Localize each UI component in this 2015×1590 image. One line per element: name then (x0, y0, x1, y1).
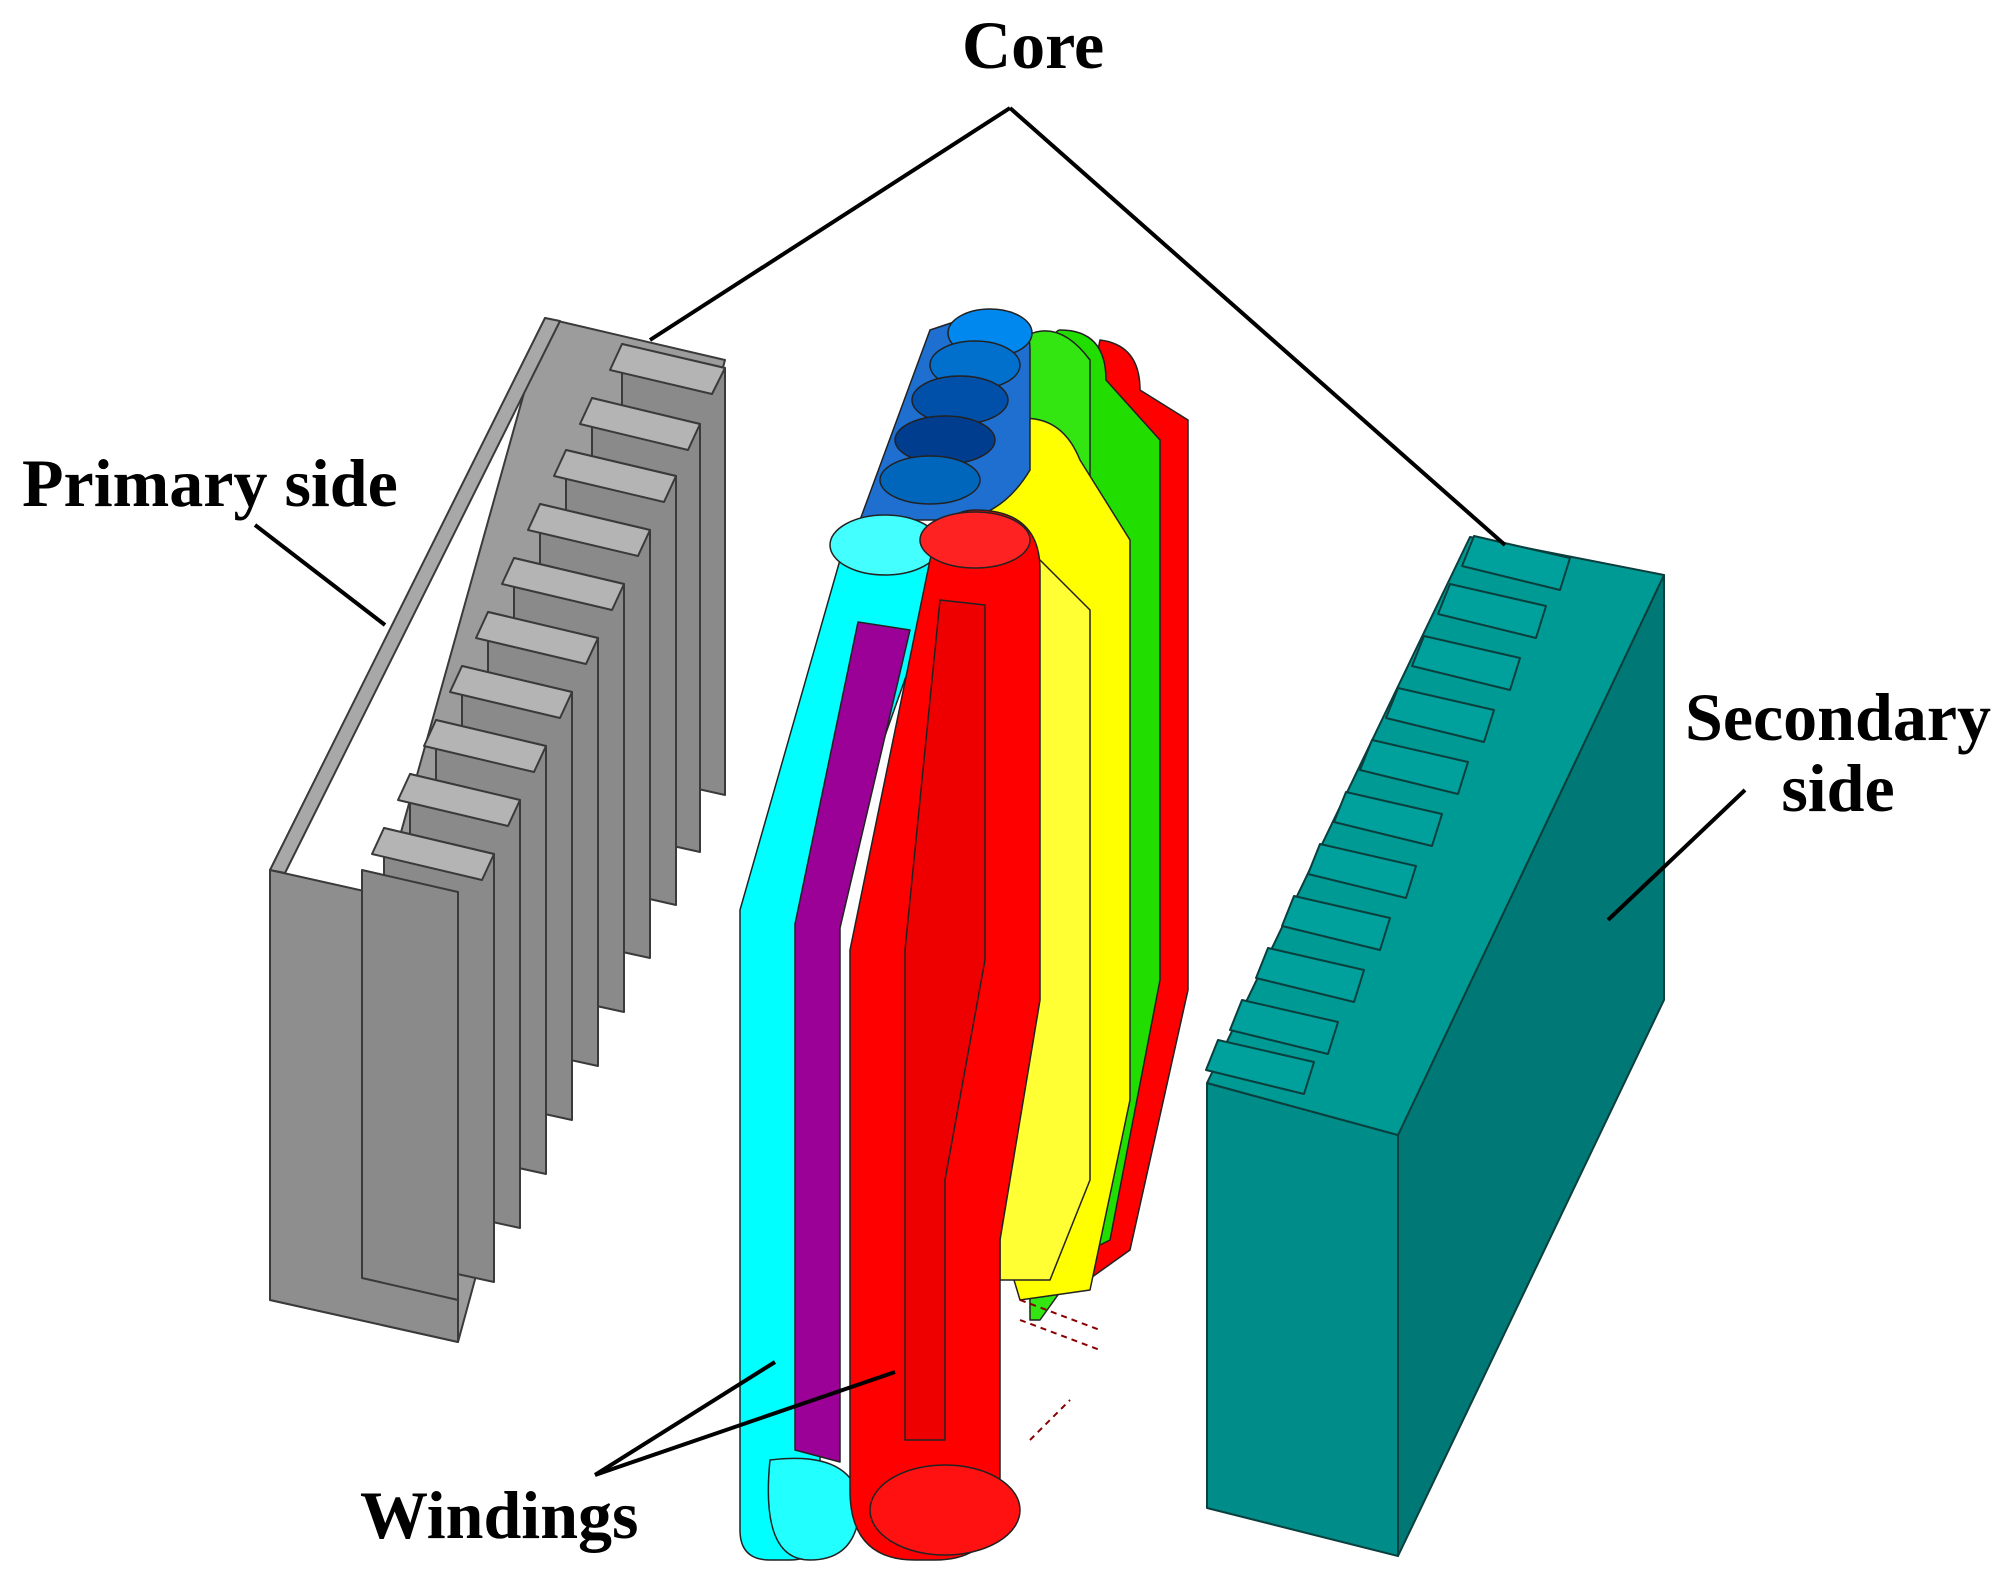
primary-side-label: Primary side (22, 445, 398, 521)
secondary-side-label: Secondary side (1668, 679, 2008, 827)
primary-core-fins (361, 343, 726, 1301)
core-label: Core (962, 7, 1105, 83)
windings-label: Windings (360, 1477, 639, 1553)
winding-red-front (849, 509, 1041, 1561)
secondary-label-line1: Secondary (1685, 679, 1991, 755)
core-leader-right (1008, 106, 1507, 547)
core-leader-left (648, 106, 1012, 342)
primary-core (269, 317, 726, 1343)
winding-purple (794, 621, 911, 1463)
secondary-core (1205, 535, 1665, 1557)
secondary-label-line2: side (1781, 750, 1895, 827)
leader-lines (253, 106, 1747, 1477)
secondary-leader (1606, 788, 1747, 922)
winding-cyan (739, 514, 941, 1561)
windings-leader-red (594, 1370, 896, 1477)
windings (739, 308, 1189, 1561)
windings-leader-cyan (593, 1360, 777, 1477)
primary-leader (253, 523, 387, 627)
secondary-core-teeth (1205, 535, 1571, 1095)
winding-blue (859, 308, 1033, 521)
